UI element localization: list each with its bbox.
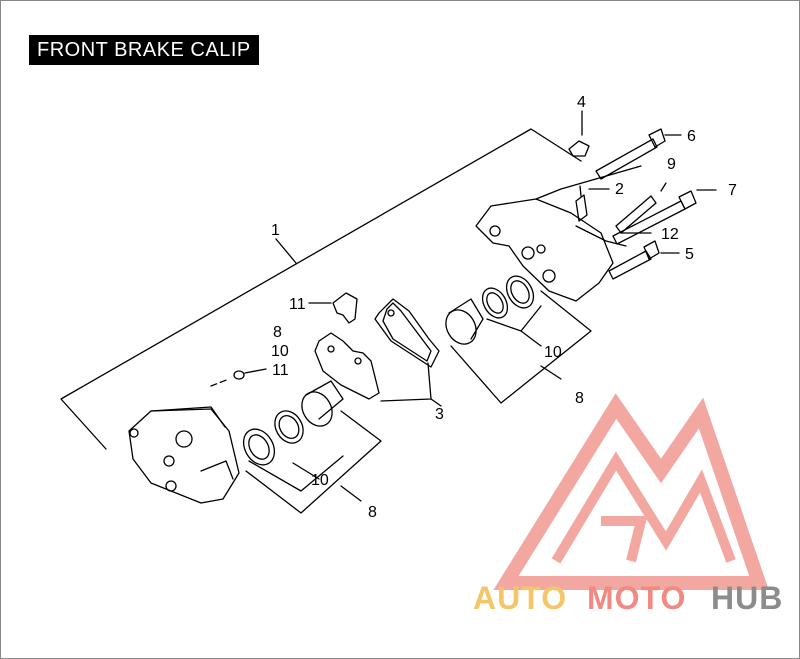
leader-3 [380,362,432,402]
callout-11-left: 11 [272,362,289,379]
callout-7: 7 [728,182,737,199]
callout-8-top: 8 [273,324,282,341]
watermark-hub: HUB [711,580,783,616]
callout-5: 5 [685,246,694,263]
leader-10-right [486,305,542,332]
seal-ring-lower-1 [242,428,276,466]
leader-1 [60,128,582,450]
pad-clip [308,292,358,324]
leader-8-right [450,290,592,404]
seal-ring-upper-2 [505,275,535,309]
o-ring-small [233,370,245,380]
caliper-outer-half [128,406,240,504]
brake-pad-outer [314,332,380,400]
callout-3: 3 [435,406,444,423]
caliper-inner-half [475,165,642,302]
callout-9: 9 [667,156,676,173]
watermark-auto: AUTO [473,580,567,616]
mounting-bolt-upper [595,128,682,180]
callout-8-right: 8 [575,390,584,407]
piston-lower [301,380,344,427]
watermark-moto: MOTO [587,580,686,616]
pad-pin [615,182,667,234]
leader-1-tick [275,238,297,264]
callout-8-bottom: 8 [368,504,377,521]
bridge-bolt [608,240,680,280]
leader-8-bottom [245,410,382,514]
leader-10-bottom [248,455,344,492]
callout-12: 12 [661,226,679,243]
callout-10-bottom: 10 [311,472,329,489]
callout-10-right: 10 [544,344,562,361]
callout-11-mid: 11 [289,296,306,313]
callout-10-top: 10 [271,343,289,360]
callout-2: 2 [615,181,624,198]
piston-upper [445,298,484,345]
seal-ring-lower-2 [274,410,304,444]
bleeder-screw [575,185,610,222]
callout-6: 6 [687,128,696,145]
callout-4: 4 [577,94,586,111]
diagram-title: FRONT BRAKE CALIP [29,35,259,65]
callout-1: 1 [271,222,280,239]
brake-pad-inner [374,298,440,368]
mounting-bolt-lower [612,189,717,245]
bleeder-cap [568,110,590,157]
seal-ring-upper-1 [481,287,509,319]
watermark-logo [493,393,769,590]
